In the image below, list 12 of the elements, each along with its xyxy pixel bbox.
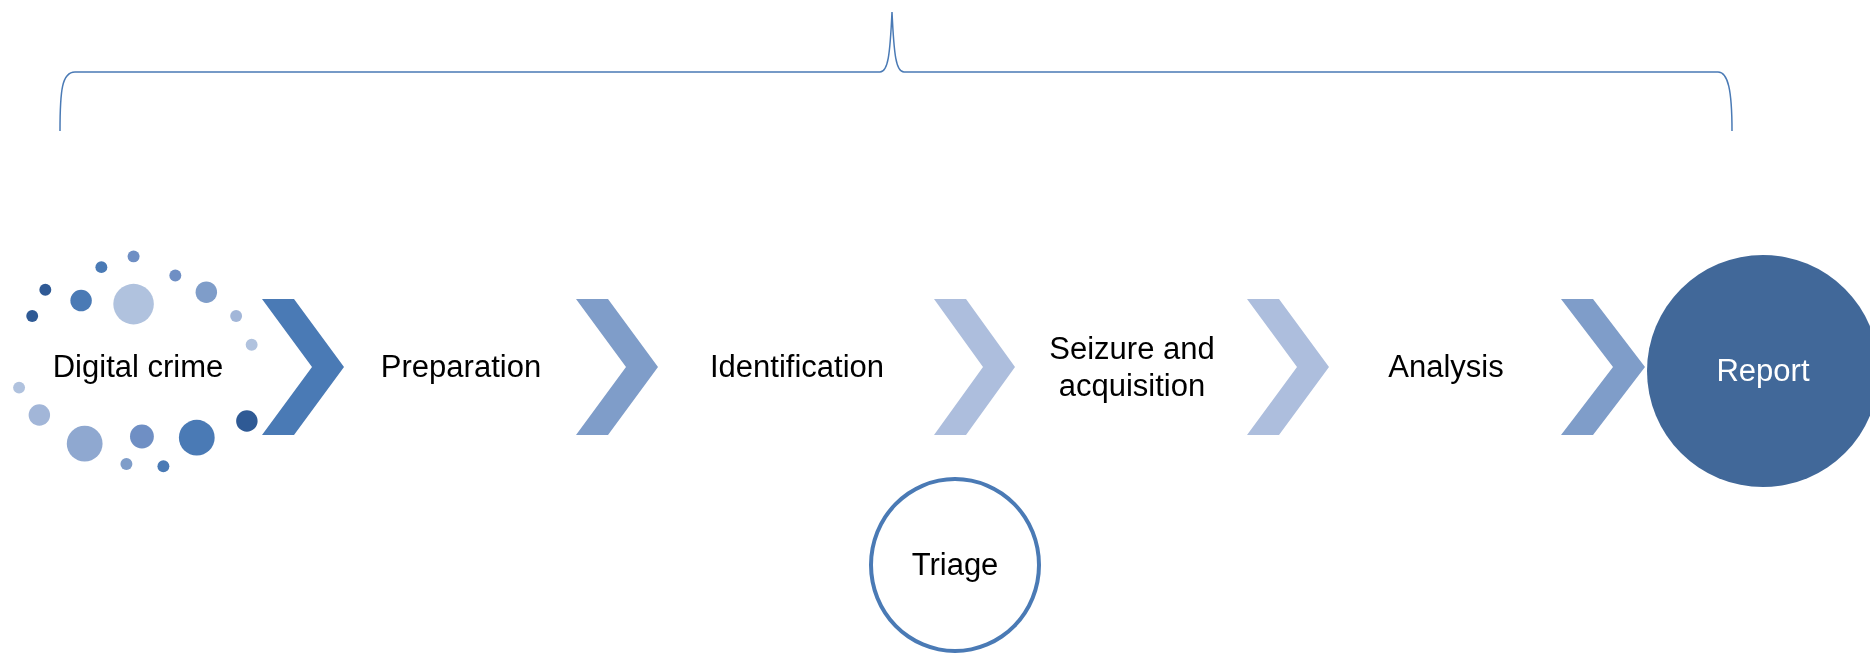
step-label: Preparation xyxy=(380,348,542,386)
step-label: Digital crime xyxy=(52,348,224,386)
step-label: Triage xyxy=(911,546,999,584)
chevron-arrow xyxy=(576,299,658,435)
chevron-arrow xyxy=(934,299,1015,435)
chevron-arrow xyxy=(1247,299,1329,435)
step-label: Identification xyxy=(709,348,885,386)
step-label: Seizure and acquisition xyxy=(1048,329,1216,405)
chevron-arrow xyxy=(262,299,344,435)
step-label: Analysis xyxy=(1388,348,1504,386)
step-label: Report xyxy=(1716,352,1810,390)
chevron-arrow xyxy=(1561,299,1645,435)
